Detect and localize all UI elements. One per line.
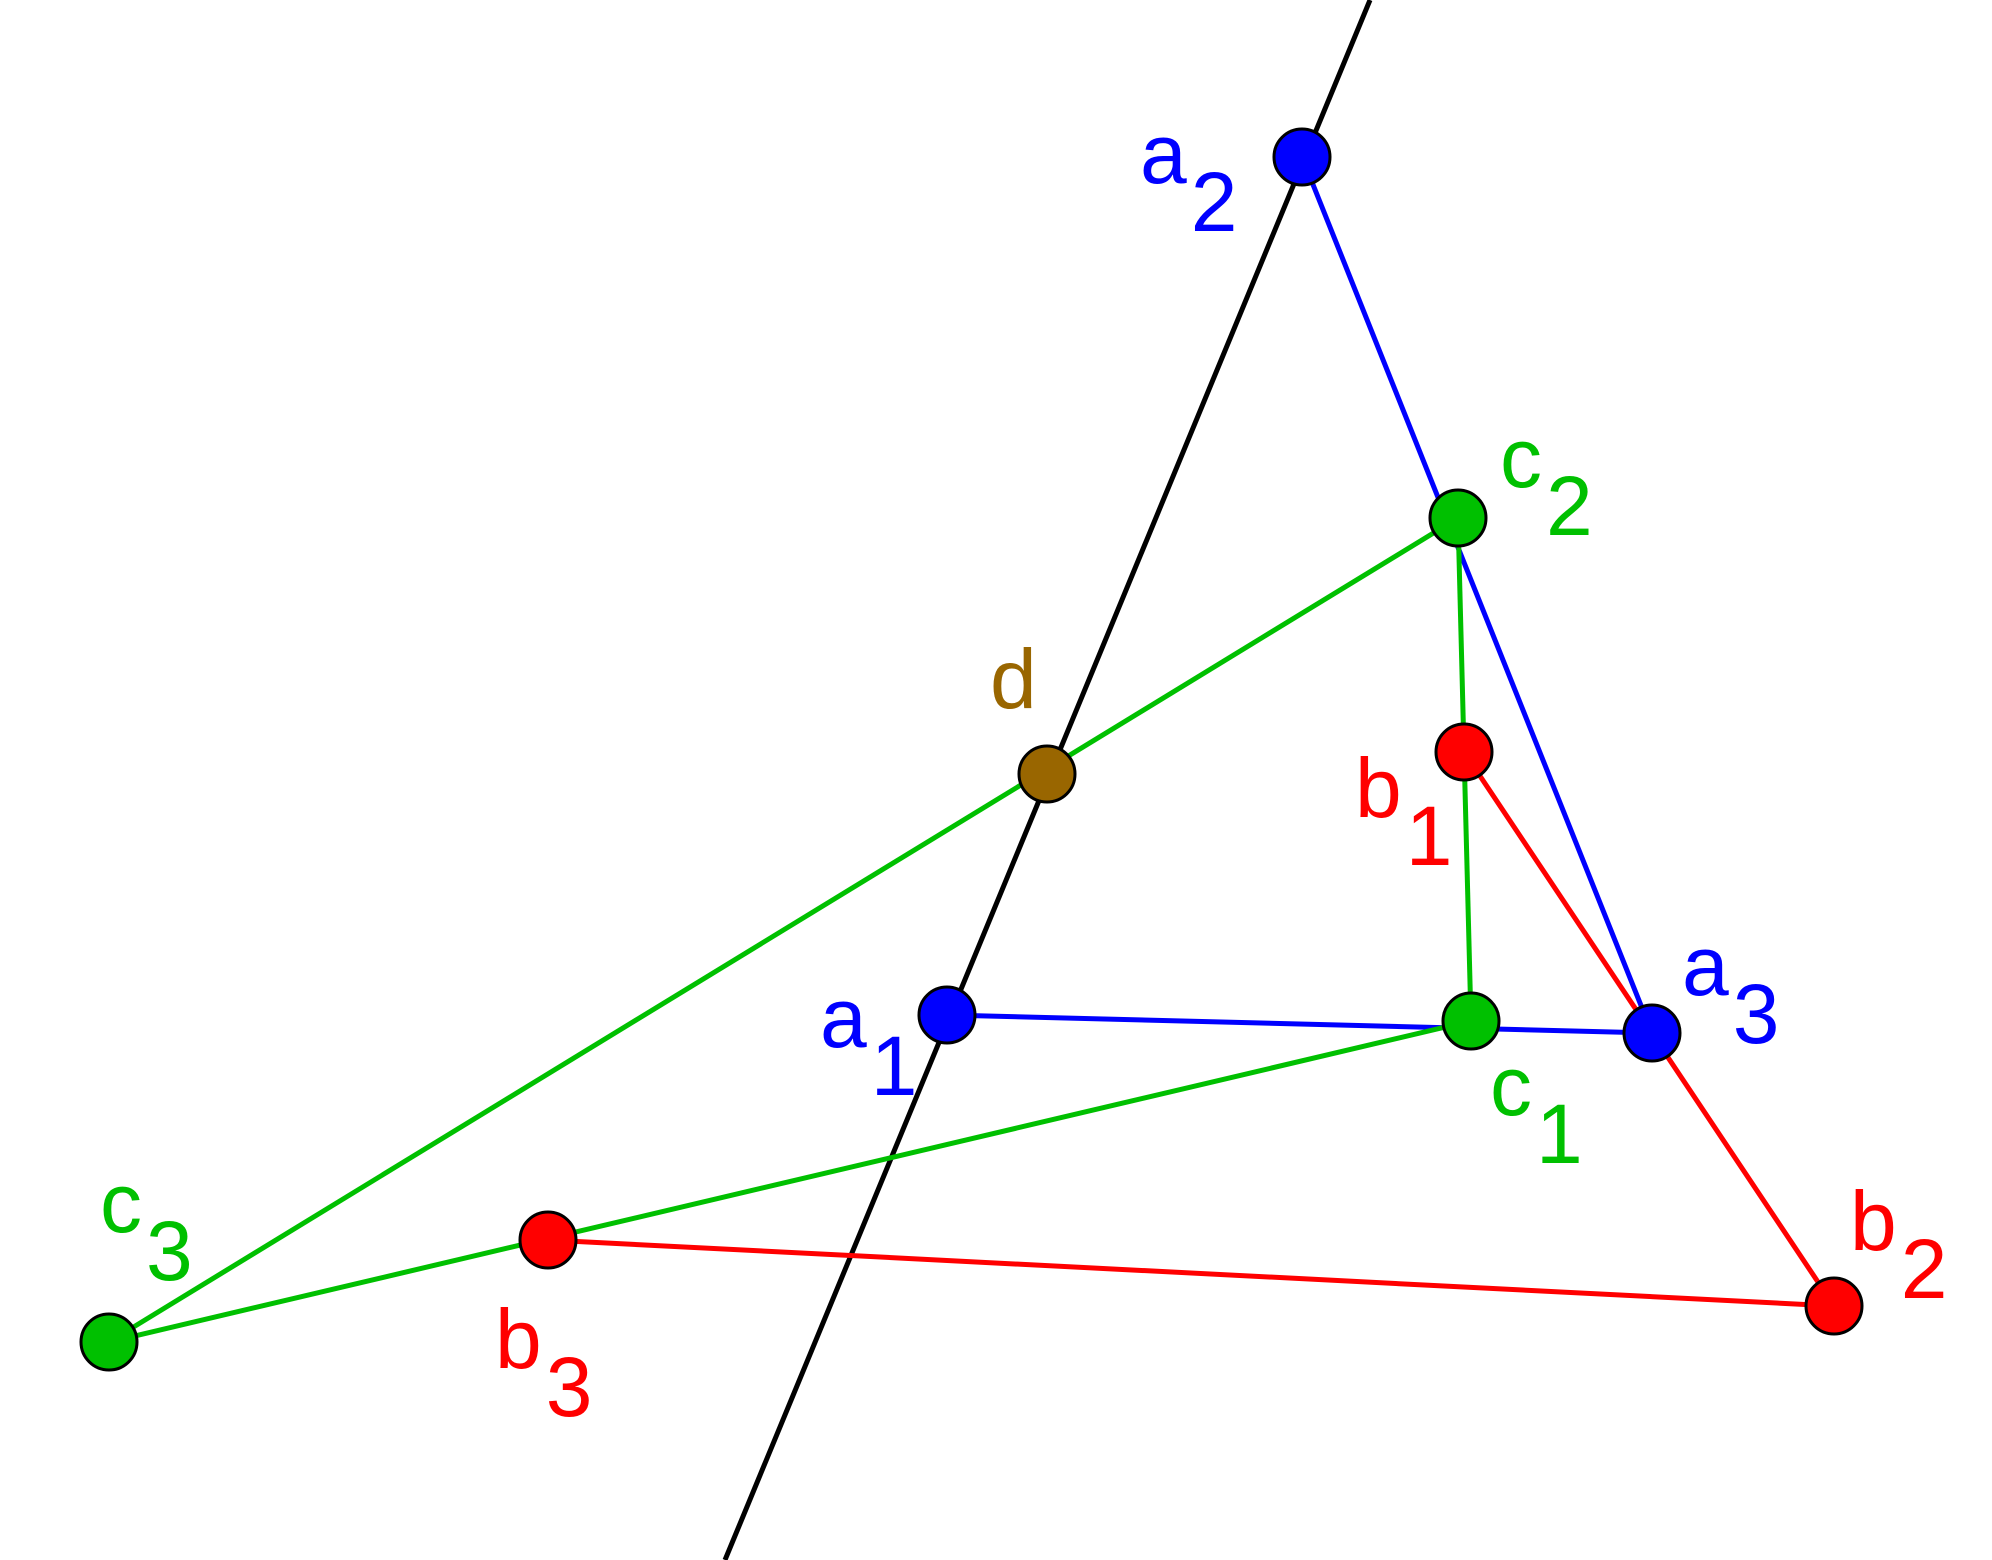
point-a2 <box>1272 127 1332 187</box>
point-b1 <box>1434 722 1494 782</box>
point-a3 <box>1622 1003 1682 1063</box>
label-d: d <box>990 632 1037 726</box>
point-b3 <box>518 1210 578 1270</box>
segment-a1-a3 <box>946 1012 1653 1036</box>
segment-c2-c3 <box>107 515 1460 1345</box>
point-c3 <box>79 1312 139 1372</box>
point-c2 <box>1428 488 1488 548</box>
label-c3: c3 <box>100 1156 193 1298</box>
point-b2 <box>1804 1276 1864 1336</box>
label-b3: b3 <box>495 1292 592 1434</box>
segment-a2-a3 <box>1299 156 1655 1034</box>
segment-c1-c3 <box>108 1018 1472 1345</box>
point-d <box>1017 744 1077 804</box>
label-c1: c1 <box>1490 1039 1583 1181</box>
label-c2: c2 <box>1500 411 1593 553</box>
label-a3: a3 <box>1682 919 1779 1061</box>
segment-b3-b2 <box>547 1237 1835 1309</box>
point-c1 <box>1441 991 1501 1051</box>
point-a1 <box>917 985 977 1045</box>
label-a2: a2 <box>1140 107 1237 249</box>
label-a1: a1 <box>820 971 917 1113</box>
label-b1: b1 <box>1355 741 1452 883</box>
label-b2: b2 <box>1850 1174 1947 1316</box>
